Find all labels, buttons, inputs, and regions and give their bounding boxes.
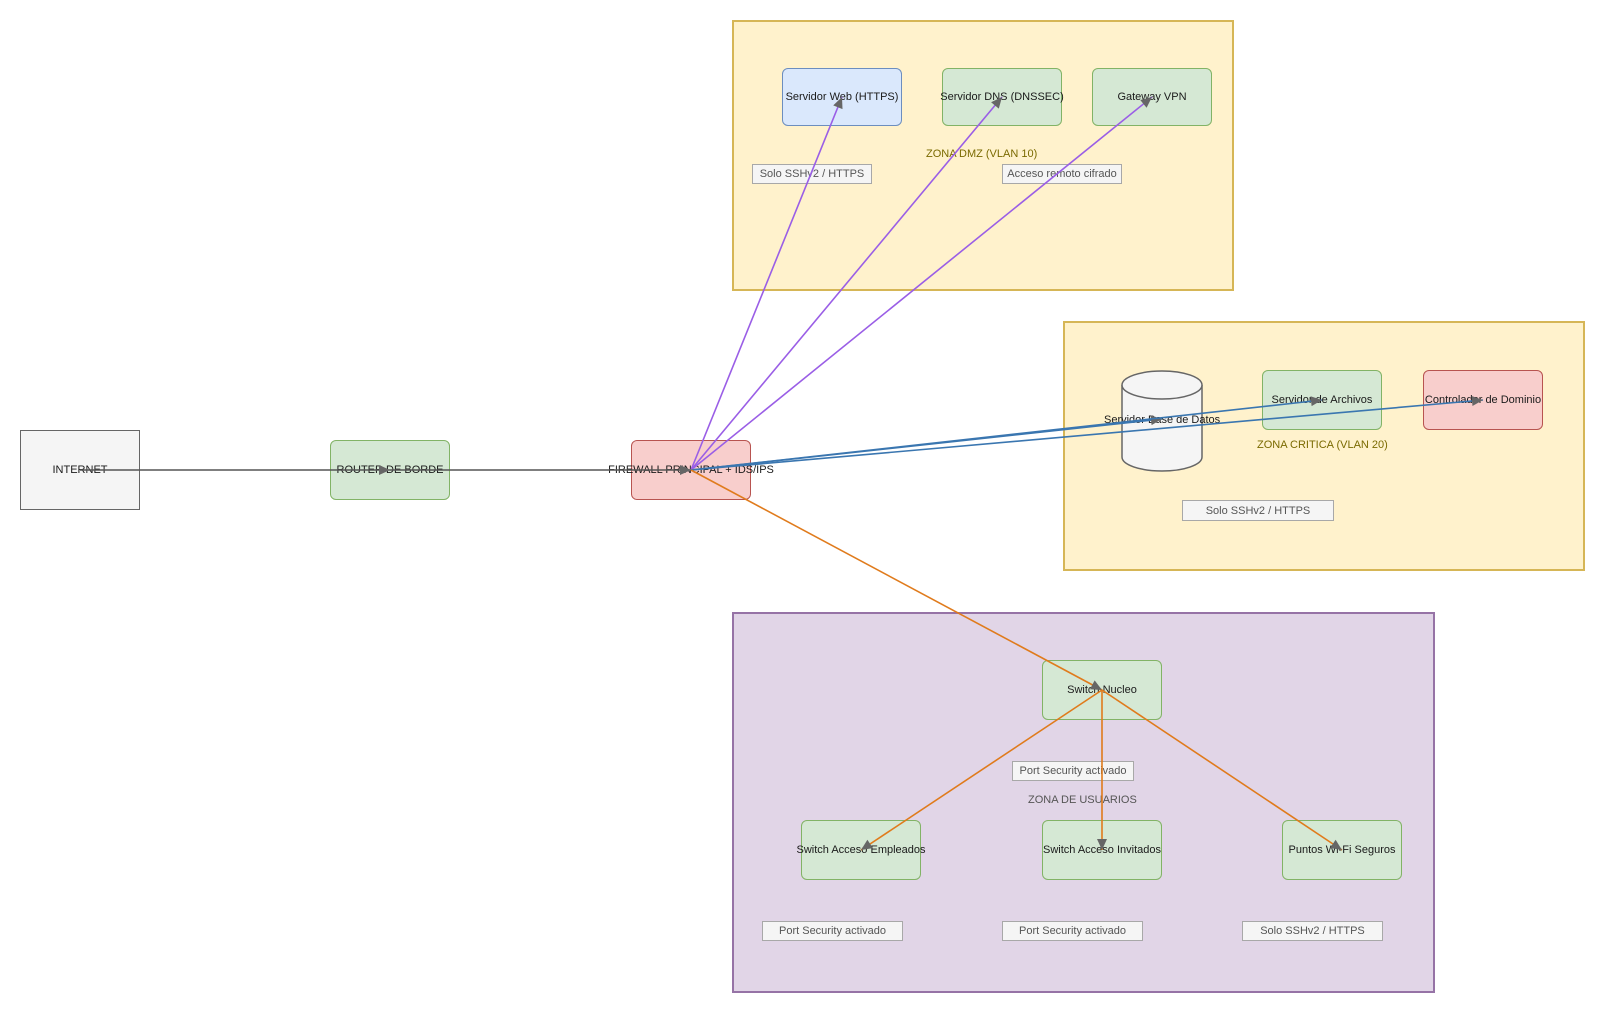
edge-core-employees-arrowhead [861, 839, 873, 850]
edge-firewall-core-arrowhead [1089, 680, 1102, 690]
note-dmz-web: Solo SSHv2 / HTTPS [752, 164, 872, 184]
node-database-server-label: Servidor Base de Datos [1104, 414, 1221, 426]
edge-firewall-web-arrowhead [833, 97, 843, 110]
edge-firewall-vpn-arrowhead [1140, 97, 1152, 108]
zone-dmz-label: ZONA DMZ (VLAN 10) [926, 148, 1038, 160]
edge-firewall-core [690, 469, 1103, 691]
edge-core-guests-arrowhead [1097, 839, 1107, 850]
zone-critical-label: ZONA CRITICA (VLAN 20) [1257, 439, 1388, 451]
edge-firewall-dns-arrowhead [991, 97, 1002, 109]
edge-core-wifi [1101, 689, 1343, 851]
edge-firewall-files [690, 399, 1323, 471]
edge-router-firewall-arrowhead [680, 465, 691, 475]
edge-firewall-files-arrowhead [1310, 396, 1322, 407]
edge-firewall-dc [690, 399, 1484, 471]
edge-firewall-vpn [690, 96, 1153, 471]
note-critical: Solo SSHv2 / HTTPS [1182, 500, 1334, 521]
edge-internet-router-arrowhead [379, 465, 390, 475]
edge-firewall-dc-arrowhead [1471, 395, 1483, 406]
edge-core-employees [860, 689, 1103, 851]
note-wifi: Solo SSHv2 / HTTPS [1242, 921, 1383, 941]
edge-firewall-web [690, 96, 843, 471]
note-dmz-vpn: Acceso remoto cifrado [1002, 164, 1122, 184]
note-employee-switch: Port Security activado [762, 921, 903, 941]
note-guest-switch: Port Security activado [1002, 921, 1143, 941]
edge-core-wifi-arrowhead [1330, 839, 1342, 850]
edge-firewall-database-arrowhead [1150, 415, 1162, 426]
zone-users-label: ZONA DE USUARIOS [1028, 794, 1137, 806]
edge-firewall-dns [690, 96, 1003, 471]
zone-dmz [732, 20, 1234, 291]
note-core-switch: Port Security activado [1012, 761, 1134, 781]
